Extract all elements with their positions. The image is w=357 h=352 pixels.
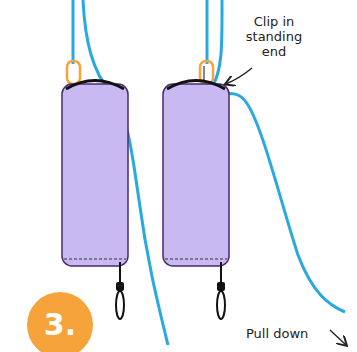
- step-badge: 3.: [27, 292, 93, 352]
- hanging-rope: [206, 0, 209, 64]
- pull-arrow: [330, 330, 346, 345]
- stuff-sack: [62, 84, 128, 266]
- carabiner: [67, 61, 80, 84]
- pull-rope: [212, 91, 345, 312]
- instruction-note: Pull down: [246, 326, 330, 341]
- stuff-sack: [163, 84, 229, 266]
- cord-lock: [217, 282, 225, 291]
- sack-tie: [66, 81, 124, 90]
- hanging-rope: [72, 0, 75, 64]
- cord-loop: [116, 291, 124, 319]
- sack-tie: [167, 81, 225, 90]
- leader-arrow: [226, 68, 252, 84]
- carabiner-gate: [203, 66, 205, 80]
- drawcord: [220, 262, 222, 284]
- drawcord: [119, 262, 121, 284]
- cord-lock: [116, 282, 124, 291]
- sack-seam: [165, 258, 227, 259]
- step-number: 3.: [44, 310, 76, 340]
- sack-seam: [64, 258, 126, 259]
- cord-loop: [217, 291, 225, 319]
- instruction-note: Clip in standing end: [240, 14, 308, 59]
